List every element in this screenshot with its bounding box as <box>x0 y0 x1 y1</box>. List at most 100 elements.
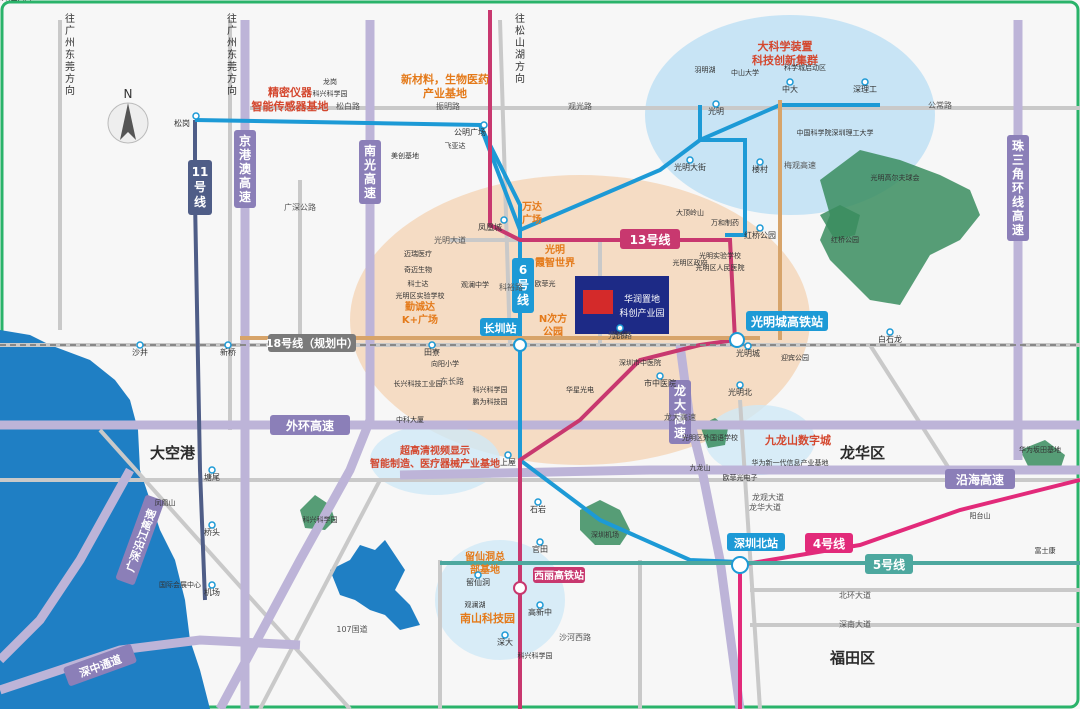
station-label: 新桥 <box>220 347 236 357</box>
road-label: 振明路 <box>436 101 460 111</box>
poi-label: 光明区外国语学校 <box>682 433 738 442</box>
station-dot <box>861 78 869 86</box>
road-label: 龙观大道 <box>752 492 784 502</box>
poi-label: 光明高尔夫球会 <box>871 173 920 182</box>
station-label: 红桥公园 <box>744 230 776 240</box>
station-dot <box>686 156 694 164</box>
highway-nanguang-badge-char: 高 <box>364 171 376 186</box>
station-label: 深大 <box>497 637 513 647</box>
poi-label: 科兴科学园 <box>473 385 508 394</box>
station-label: 留仙洞 <box>466 577 490 587</box>
road-label: 东长路 <box>440 376 464 386</box>
road-label: 107国道 <box>336 624 367 634</box>
station-label: 光明大街 <box>674 162 706 172</box>
poi-label: 中山大学 <box>731 68 759 77</box>
station-label: 沙井 <box>132 347 148 357</box>
station-label: 官田 <box>532 544 548 554</box>
zone-labels: 大科学装置科技创新集群新材料，生物医药产业基地精密仪器智能传感器基地超高清视频显… <box>252 39 819 576</box>
direction-songshanhu: 向 <box>515 72 525 85</box>
station-label: 凤凰城 <box>478 223 502 232</box>
yanhai-badge: 沿海高速 <box>945 469 1015 489</box>
poi-label: 光明区实验学校 <box>396 291 445 300</box>
station-dot <box>616 324 624 332</box>
poi-label: 飞亚达 <box>445 141 466 150</box>
center-logo: 华润置地 科创产业园 <box>575 276 669 334</box>
station-dot <box>756 224 764 232</box>
station-label: 高新中 <box>528 607 552 617</box>
hill-hongqiao <box>820 205 860 240</box>
line13-badge: 13号线 <box>620 229 680 249</box>
poi-label: 科士达 <box>408 279 429 288</box>
svg-text:13号线: 13号线 <box>630 232 671 247</box>
metro-line-6 <box>194 118 741 564</box>
station-label: 市中医院 <box>644 378 676 388</box>
hill-guanlan <box>1020 440 1065 470</box>
direction-songshanhu: 湖 <box>515 49 525 61</box>
poi-label: 华为新一代信息产业基地 <box>752 458 829 467</box>
highway-pearl-ring-badge-char: 角 <box>1012 166 1024 181</box>
poi-label: 光明区政府 <box>673 258 708 267</box>
station-label: 楼村 <box>752 164 768 174</box>
svg-text:深圳北站: 深圳北站 <box>734 536 778 550</box>
road-label: 沙河西路 <box>559 632 591 642</box>
poi-label: 欧菲光电子 <box>723 473 758 482</box>
station-label: 公明广场 <box>454 127 486 137</box>
metro-line-6-branch <box>478 124 747 237</box>
direction-guangzhou-2: 东 <box>227 48 237 61</box>
poi-label: 阳台山 <box>970 511 991 520</box>
station-label: 白石龙 <box>878 334 902 344</box>
station-dot <box>656 372 664 380</box>
svg-text:长圳站: 长圳站 <box>484 321 517 335</box>
poi-label: 光明区人民医院 <box>696 263 745 272</box>
road-label: 公常路 <box>928 100 952 110</box>
line4-badge: 4号线 <box>805 533 853 553</box>
svg-text:华润置地: 华润置地 <box>624 293 660 305</box>
highway-jinggang-badge-char: 京 <box>239 133 251 148</box>
poi-label: 美创基地 <box>391 151 419 160</box>
highway-pearl-ring-badge-char: 线 <box>1012 194 1024 209</box>
direction-guangzhou-2: 方 <box>227 72 237 85</box>
poi-label: 鹏为科技园 <box>473 397 508 406</box>
station-label: 田寮 <box>424 347 440 357</box>
district-longhua: 龙华区 <box>839 444 885 462</box>
road-label: 广深公路 <box>284 202 316 212</box>
poi-label: 观澜湖 <box>465 600 486 609</box>
station-label: 桥头 <box>204 527 220 537</box>
direction-guangzhou: 广 <box>65 25 75 37</box>
station-label: 深理工 <box>853 85 877 94</box>
highway-pearl-ring-badge-char: 速 <box>1012 222 1024 237</box>
poi-label: 科兴科学园 <box>303 515 338 524</box>
nanshan-zone <box>435 540 565 660</box>
poi-label: 大顶岭山 <box>676 208 704 217</box>
zone-nanshan: 南山科技园 <box>460 611 515 625</box>
direction-guangzhou-2: 向 <box>227 84 237 97</box>
poi-guangming-world: 霞智世界 <box>535 256 575 269</box>
poi-label: 迎宾公园 <box>781 353 809 362</box>
poi-label: 向阳小学 <box>431 359 459 368</box>
road-label: 科裕路 <box>499 282 523 292</box>
road-label: 观光路 <box>568 101 592 111</box>
shenzhen-north-station: 深圳北站 <box>727 533 785 574</box>
highway-jinggang-badge-char: 港 <box>239 147 252 162</box>
station-dot <box>224 341 232 349</box>
station-label: 松岗 <box>174 118 190 128</box>
road-label: 深南大道 <box>839 619 871 629</box>
road-label: 梅观高速 <box>784 160 816 170</box>
direction-songshanhu: 往 <box>515 12 525 25</box>
station-label: 石岩 <box>530 504 546 514</box>
station-label: 光明城 <box>736 348 760 358</box>
highway-longda-badge-char: 速 <box>674 425 686 440</box>
highway-pearl-ring-badge-char: 环 <box>1012 181 1024 195</box>
station-dot <box>136 341 144 349</box>
poi-label: 红桥公园 <box>831 235 859 244</box>
poi-label: 凤凰山 <box>155 498 176 507</box>
line5-badge: 5号线 <box>865 554 913 574</box>
station-dot <box>736 381 744 389</box>
station-label: 中大 <box>782 84 798 94</box>
